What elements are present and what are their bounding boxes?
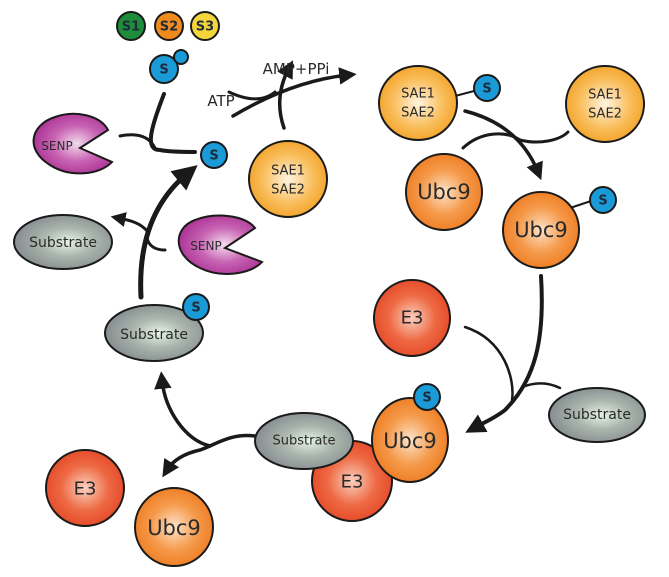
e3-ubc9-substrate-complex: E3 Substrate Ubc9 S <box>254 383 449 522</box>
svg-text:S1: S1 <box>122 20 140 35</box>
sumoylated-product-arrow <box>154 371 212 448</box>
sae-complex-free: SAE1 SAE2 <box>248 140 328 218</box>
svg-text:SENP: SENP <box>190 239 221 253</box>
svg-text:S: S <box>598 194 607 209</box>
svg-text:E3: E3 <box>401 308 424 329</box>
svg-text:E3: E3 <box>74 479 97 500</box>
svg-text:SAE1: SAE1 <box>588 88 622 103</box>
svg-text:S2: S2 <box>160 20 178 35</box>
deconjugation-arrow <box>138 165 198 300</box>
sumo-isoform-s1: S1 <box>116 11 146 41</box>
substrate-sumoylated: Substrate S <box>104 293 210 362</box>
svg-text:S3: S3 <box>196 20 214 35</box>
e3-released: E3 <box>45 449 125 527</box>
senp-lower: SENP <box>177 214 264 275</box>
svg-text:S: S <box>159 63 168 78</box>
svg-text:S: S <box>422 391 431 406</box>
svg-text:Ubc9: Ubc9 <box>417 180 471 204</box>
sae-sumo-thioester: SAE1 SAE2 S <box>378 65 501 141</box>
atp-line <box>227 90 277 101</box>
svg-text:S: S <box>482 82 491 97</box>
transfer-arrow <box>463 109 543 181</box>
atp-label: ATP <box>207 92 234 110</box>
e3-binding-arrow <box>465 274 544 433</box>
substrate-in-line <box>520 382 562 390</box>
sae-complex-released: SAE1 SAE2 <box>565 65 645 143</box>
svg-text:Substrate: Substrate <box>272 434 335 449</box>
svg-text:E3: E3 <box>341 472 364 493</box>
senp-top: SENP <box>32 112 114 175</box>
connector-lines <box>110 60 570 478</box>
senp-maturation-line <box>118 133 157 150</box>
svg-text:SAE2: SAE2 <box>271 183 305 198</box>
svg-text:SAE1: SAE1 <box>271 164 305 179</box>
sumo-isoform-s3: S3 <box>190 11 220 41</box>
svg-text:SAE1: SAE1 <box>401 87 435 102</box>
sumo-mature: S <box>200 141 228 169</box>
svg-text:Ubc9: Ubc9 <box>383 429 437 453</box>
activation-arrow <box>231 67 357 118</box>
sumo-isoform-s2: S2 <box>154 11 184 41</box>
svg-text:S: S <box>191 301 200 316</box>
e3-in-line <box>463 325 514 402</box>
sumo-precursor: S <box>149 49 189 84</box>
svg-text:Ubc9: Ubc9 <box>514 218 568 242</box>
svg-text:SENP: SENP <box>41 139 72 153</box>
svg-text:Substrate: Substrate <box>29 235 97 251</box>
amp-ppi-label: AMP+PPi <box>263 60 330 78</box>
e3-free: E3 <box>373 279 451 357</box>
svg-text:Substrate: Substrate <box>563 407 631 423</box>
ubc9-sumo: Ubc9 S <box>502 186 617 269</box>
svg-text:Substrate: Substrate <box>120 327 188 343</box>
ubc9-released: Ubc9 <box>134 487 214 567</box>
substrate-release-arrow <box>110 212 167 252</box>
substrate-free-right: Substrate <box>548 387 646 443</box>
svg-text:S: S <box>209 149 218 164</box>
svg-text:SAE2: SAE2 <box>588 107 622 122</box>
ubc9-free: Ubc9 <box>405 153 483 231</box>
release-arrow <box>162 433 257 478</box>
maturation-line <box>148 92 197 154</box>
svg-text:SAE2: SAE2 <box>401 106 435 121</box>
sae-release-line <box>461 130 570 150</box>
amp-release-arrow <box>277 60 294 130</box>
substrate-free-left: Substrate <box>13 214 113 270</box>
svg-text:Ubc9: Ubc9 <box>147 516 201 540</box>
